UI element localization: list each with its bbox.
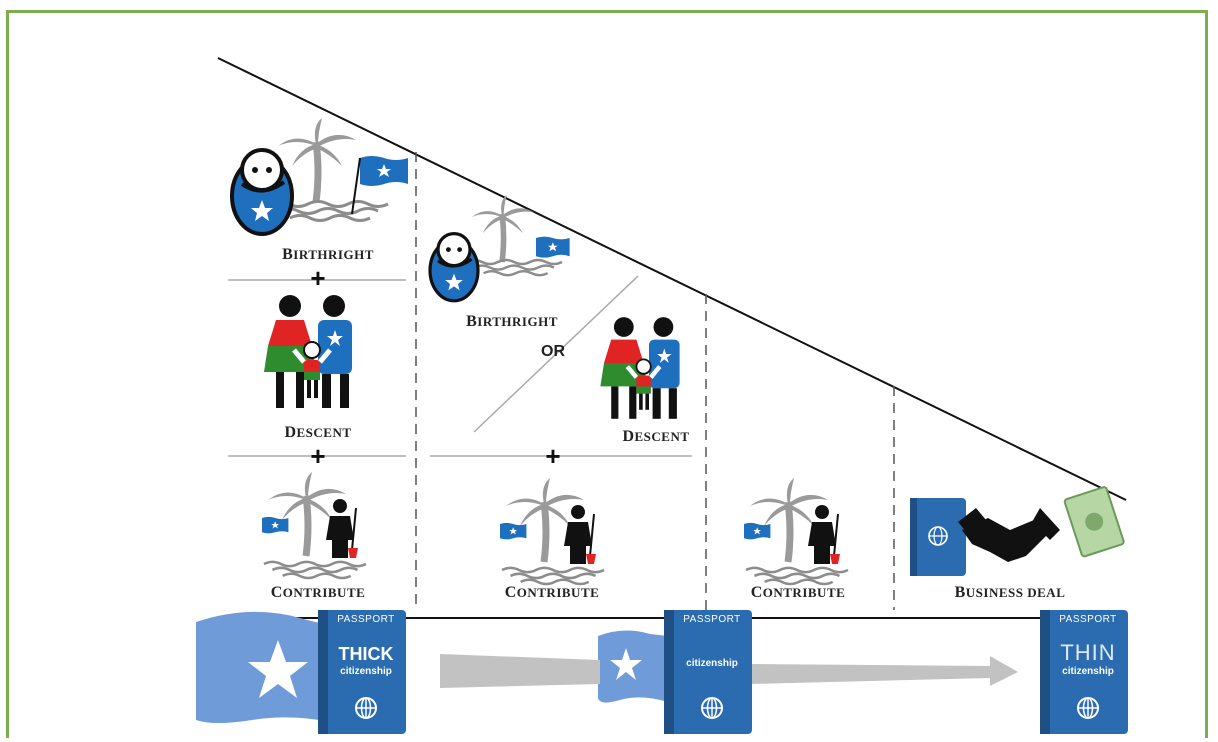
- passport-header-mid: PASSPORT: [683, 614, 741, 625]
- passport-header-thin: PASSPORT: [1059, 614, 1117, 625]
- flag-large-left: [196, 612, 336, 723]
- label-descent-col2: Descent: [622, 428, 689, 446]
- passport-icon-mid: [664, 610, 752, 734]
- plus-sign: +: [545, 443, 560, 469]
- label-birthright-col2: Birthright: [466, 313, 558, 331]
- birthright-icon-col1: [232, 118, 408, 234]
- label-contribute-col2: Contribute: [505, 584, 600, 602]
- plus-sign: +: [310, 443, 325, 469]
- passport-header-thick: PASSPORT: [337, 614, 395, 625]
- label-business-deal: Business Deal: [955, 584, 1066, 602]
- label-birthright-col1: Birthright: [282, 246, 374, 264]
- plus-sign: +: [310, 265, 325, 291]
- label-or: OR: [541, 343, 565, 361]
- label-descent-col1: Descent: [284, 424, 351, 442]
- contribute-icon: [500, 478, 604, 584]
- label-contribute-col3: Contribute: [751, 584, 846, 602]
- family-icon: [600, 317, 679, 419]
- passport-subtitle-thick: citizenship: [340, 666, 392, 677]
- birthright-icon-col2: [430, 195, 570, 301]
- passport-subtitle-thin: citizenship: [1062, 666, 1114, 677]
- contribute-icon: [744, 478, 848, 584]
- label-contribute-col1: Contribute: [271, 584, 366, 602]
- passport-subtitle-mid: citizenship: [686, 658, 738, 669]
- business-deal-icon: [910, 486, 1124, 576]
- passport-title-thin: THIN: [1060, 640, 1115, 666]
- contribute-icon: [262, 472, 366, 578]
- passport-title-thick: THICK: [339, 644, 394, 665]
- flag-mid: [598, 630, 668, 702]
- family-icon: [264, 295, 352, 408]
